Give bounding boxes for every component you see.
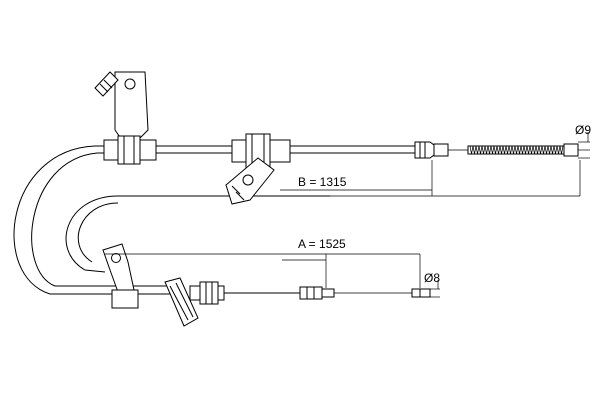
diameter-callout-lower: Ø8 — [424, 271, 440, 298]
lower-clip — [164, 277, 300, 327]
dimension-b-label: B = 1315 — [298, 175, 347, 189]
lower-end-fitting — [299, 286, 431, 300]
loop-curve — [65, 195, 330, 273]
diameter-callout-upper: Ø9 — [575, 123, 591, 159]
middle-clip — [225, 133, 291, 205]
return-spring — [467, 143, 590, 157]
diameter-lower-label: Ø8 — [424, 271, 440, 285]
diameter-upper-label: Ø9 — [575, 123, 591, 137]
lower-mounting-bracket — [102, 243, 139, 309]
upper-end-fitting — [414, 141, 470, 159]
dimension-b: B = 1315 — [280, 160, 581, 197]
dimension-a: A = 1525 — [105, 237, 421, 288]
cable-sheath — [13, 145, 415, 295]
dimension-a-label: A = 1525 — [298, 237, 346, 251]
upper-mounting-bracket — [94, 71, 157, 165]
